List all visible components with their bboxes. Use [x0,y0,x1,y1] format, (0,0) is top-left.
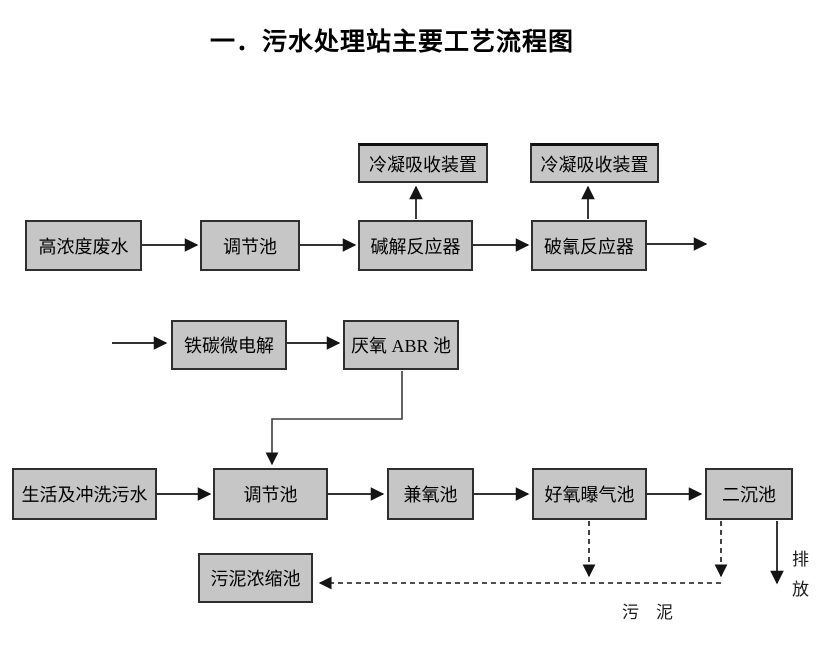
node-regulation-tank-1: 调节池 [200,220,300,271]
node-condenser-1: 冷凝吸收装置 [358,143,488,183]
node-aerobic-aeration-tank: 好氧曝气池 [532,468,647,520]
connector-abr-to-regtank2 [265,371,403,466]
page-title: 一．污水处理站主要工艺流程图 [210,28,575,56]
node-secondary-sedimentation-tank: 二沉池 [705,468,793,520]
node-condenser-2: 冷凝吸收装置 [530,143,659,183]
node-high-concentration-wastewater: 高浓度废水 [25,220,142,271]
node-anaerobic-abr-tank: 厌氧 ABR 池 [343,320,459,370]
node-regulation-tank-2: 调节池 [213,468,328,520]
node-facultative-tank: 兼氧池 [387,468,474,520]
sludge-label: 污 泥 [622,603,673,622]
discharge-label: 排 放 [792,550,809,599]
node-domestic-flushing-sewage: 生活及冲洗污水 [12,468,157,520]
node-alkaline-hydrolysis-reactor: 碱解反应器 [358,220,473,271]
node-sludge-thickening-tank: 污泥浓缩池 [198,553,313,603]
node-iron-carbon-micro-electrolysis: 铁碳微电解 [171,320,287,370]
node-cyanide-breaking-reactor: 破氰反应器 [531,220,647,271]
